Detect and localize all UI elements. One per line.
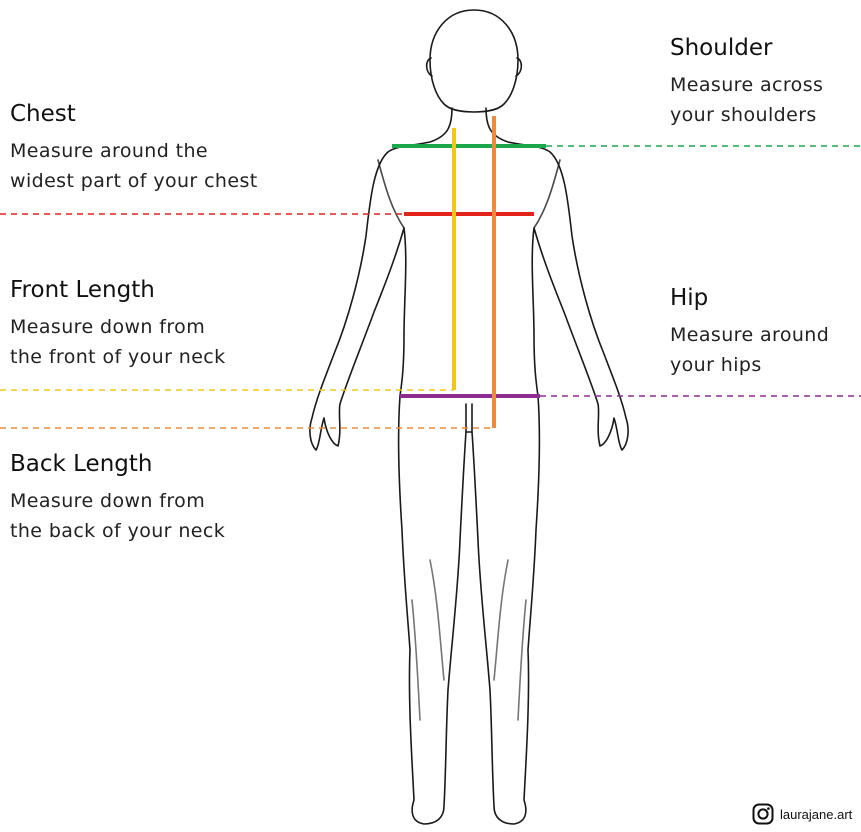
instagram-icon (752, 803, 774, 825)
shoulder-description: Measure across your shoulders (670, 70, 823, 130)
chest-label: Chest Measure around the widest part of … (10, 100, 258, 196)
back-length-title: Back Length (10, 450, 225, 478)
front-length-desc-line-1: Measure down from (10, 312, 226, 342)
back-length-description: Measure down from the back of your neck (10, 486, 225, 546)
front-length-description: Measure down from the front of your neck (10, 312, 226, 372)
instagram-handle[interactable]: laurajane.art (780, 807, 852, 822)
shoulder-title: Shoulder (670, 34, 823, 62)
front-length-label: Front Length Measure down from the front… (10, 276, 226, 372)
hip-label: Hip Measure around your hips (670, 284, 829, 380)
instagram-credit[interactable]: laurajane.art (752, 803, 852, 825)
back-length-desc-line-1: Measure down from (10, 486, 225, 516)
back-length-label: Back Length Measure down from the back o… (10, 450, 225, 546)
back-length-desc-line-2: the back of your neck (10, 516, 225, 546)
chest-description: Measure around the widest part of your c… (10, 136, 258, 196)
hip-title: Hip (670, 284, 829, 312)
hip-desc-line-2: your hips (670, 350, 829, 380)
hip-desc-line-1: Measure around (670, 320, 829, 350)
chest-title: Chest (10, 100, 258, 128)
front-length-title: Front Length (10, 276, 226, 304)
shoulder-desc-line-2: your shoulders (670, 100, 823, 130)
hip-description: Measure around your hips (670, 320, 829, 380)
shoulder-label: Shoulder Measure across your shoulders (670, 34, 823, 130)
chest-desc-line-2: widest part of your chest (10, 166, 258, 196)
front-length-desc-line-2: the front of your neck (10, 342, 226, 372)
body-outline (310, 10, 628, 824)
chest-desc-line-1: Measure around the (10, 136, 258, 166)
shoulder-desc-line-1: Measure across (670, 70, 823, 100)
